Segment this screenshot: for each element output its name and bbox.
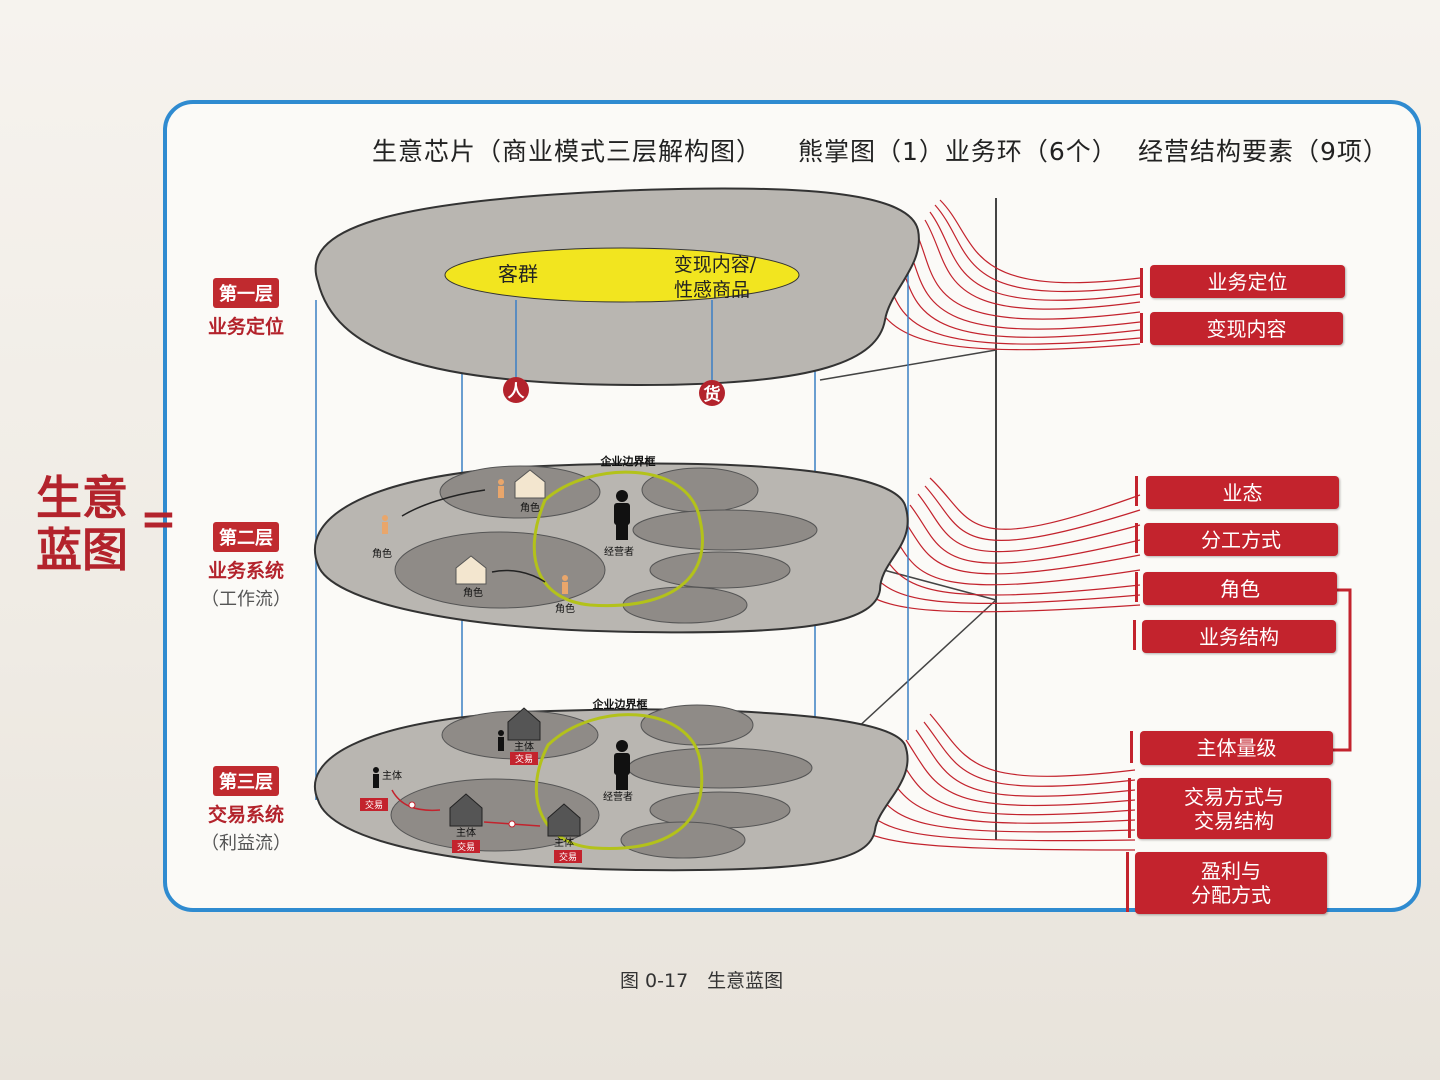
role-label: 角色 <box>463 586 483 599</box>
bear-palm-title: 熊掌图（1）业务环（6个） <box>798 137 1118 166</box>
trade-tag-label: 交易 <box>559 851 577 863</box>
chip-title: 生意芯片（商业模式三层解构图） <box>372 137 763 166</box>
trade-tag-label: 交易 <box>365 799 383 811</box>
subject-figures-3 <box>373 730 504 788</box>
trade-tag-label: 交易 <box>457 841 475 853</box>
layer-3-name: 交易系统 <box>207 804 284 826</box>
operator-label-2: 经营者 <box>604 545 634 558</box>
role-label: 角色 <box>555 602 575 615</box>
element-business-positioning: 业务定位 <box>1150 265 1345 298</box>
box-bar <box>1130 731 1133 763</box>
layer-2-tag: 第二层 <box>213 522 279 552</box>
layer-1-tag: 第一层 <box>213 278 279 308</box>
layer-2-sub: （工作流） <box>201 589 291 610</box>
element-division-of-labor: 分工方式 <box>1144 523 1338 556</box>
box-bar <box>1128 778 1131 838</box>
subject-label: 主体 <box>514 741 534 753</box>
subject-label: 主体 <box>554 837 574 849</box>
goods-badge <box>699 380 725 406</box>
layer-3-plate <box>313 708 909 872</box>
operator-label-3: 经营者 <box>603 790 633 803</box>
trade-tag-label: 交易 <box>515 753 533 765</box>
blueprint-title-line2: 蓝图 <box>36 523 128 577</box>
subject-label: 主体 <box>456 827 476 839</box>
operator-figure-3 <box>614 740 630 790</box>
trade-node <box>408 801 416 809</box>
role-label: 角色 <box>372 547 392 560</box>
layer-1-name: 业务定位 <box>207 316 284 338</box>
blueprint-title-line1: 生意 <box>36 471 128 525</box>
layer-2-name: 业务系统 <box>207 560 284 582</box>
workflow-arrow <box>491 569 546 583</box>
box-bar <box>1135 523 1138 553</box>
element-trade-method: 交易方式与 交易结构 <box>1137 778 1331 839</box>
box-bar <box>1140 313 1143 343</box>
element-profit-distribution: 盈利与 分配方式 <box>1135 852 1327 914</box>
element-business-format: 业态 <box>1146 476 1339 509</box>
element-role: 角色 <box>1143 572 1337 605</box>
equals-sign: = <box>140 494 177 545</box>
box-bar <box>1135 572 1138 602</box>
layer-2-label: 第二层 业务系统 （工作流） <box>176 522 316 611</box>
customer-group-label: 客群 <box>498 262 538 286</box>
box-bar <box>1135 476 1138 506</box>
role-label: 角色 <box>520 501 540 514</box>
box-bar <box>1140 268 1143 298</box>
subject-houses-3 <box>449 707 581 837</box>
operator-figure-2 <box>614 490 630 540</box>
box-bar <box>1133 620 1136 650</box>
role-figures-2 <box>382 479 568 594</box>
boundary-label-3: 企业边界框 <box>592 697 648 711</box>
elements-title: 经营结构要素（9项） <box>1138 137 1389 166</box>
role-houses-2 <box>455 469 546 585</box>
content-label-line2: 性感商品 <box>674 279 750 301</box>
workflow-arrow <box>401 489 486 517</box>
people-badge <box>503 377 529 403</box>
goods-badge-label: 货 <box>704 384 721 405</box>
element-subject-scale: 主体量级 <box>1140 731 1333 765</box>
trade-node <box>508 820 516 828</box>
boundary-label-2: 企业边界框 <box>600 454 656 468</box>
element-business-structure: 业务结构 <box>1142 620 1336 653</box>
yellow-positioning-ellipse <box>444 247 800 303</box>
role-subject-bracket <box>1333 588 1352 752</box>
enterprise-boundary-2 <box>532 470 704 608</box>
content-label-line1: 变现内容/ <box>674 254 757 276</box>
element-monetized-content: 变现内容 <box>1150 312 1343 345</box>
box-bar <box>1126 852 1129 912</box>
layer-3-sub: （利益流） <box>201 833 291 854</box>
layer-3-tag: 第三层 <box>213 766 279 796</box>
trade-tags-3 <box>360 752 582 863</box>
layer-1-label: 第一层 业务定位 <box>176 278 316 339</box>
blueprint-title: 生意 蓝图 <box>36 472 136 576</box>
layer-3-label: 第三层 交易系统 （利益流） <box>176 766 316 855</box>
subject-label: 主体 <box>382 770 402 782</box>
figure-caption: 图 0-17 生意蓝图 <box>620 970 784 992</box>
people-badge-label: 人 <box>508 382 526 402</box>
enterprise-boundary-3 <box>534 713 704 850</box>
